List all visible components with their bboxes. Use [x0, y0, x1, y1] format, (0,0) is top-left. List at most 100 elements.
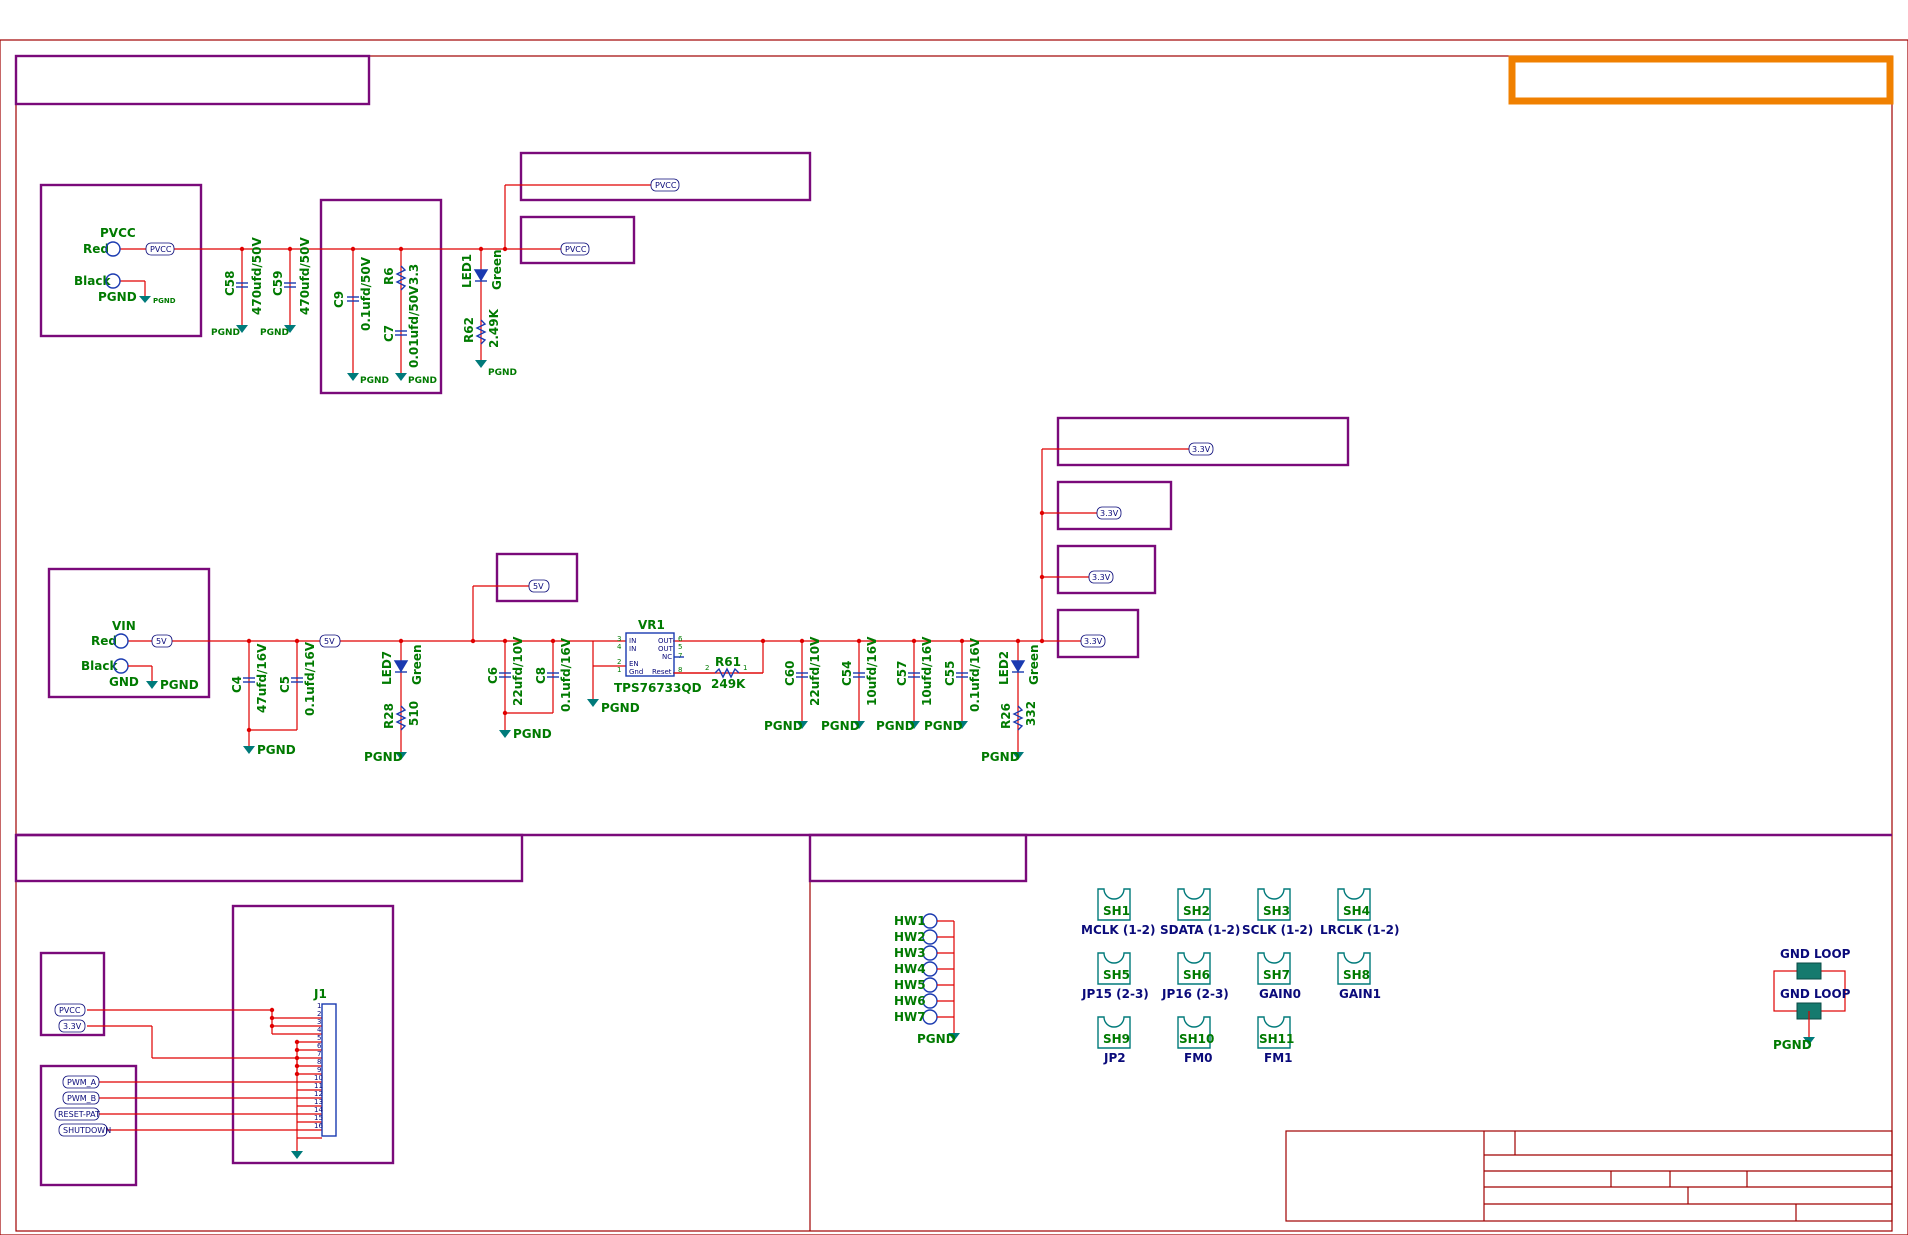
shunt-sh5: SH5 JP15 (2-3) — [1081, 952, 1149, 1001]
ground-symbol — [291, 1151, 303, 1159]
svg-text:4: 4 — [317, 1026, 322, 1034]
ground-symbol — [284, 325, 296, 333]
vin-conn-red-label: Red — [91, 634, 117, 648]
svg-text:PVCC: PVCC — [150, 245, 172, 254]
svg-text:10: 10 — [314, 1074, 323, 1082]
pvcc-connector-box — [39, 183, 203, 338]
svg-text:22ufd/10V: 22ufd/10V — [808, 636, 822, 706]
pgnd-net-label: PGND — [257, 743, 296, 757]
svg-text:22ufd/10V: 22ufd/10V — [511, 636, 525, 706]
pvcc-conn-gnd-label: PGND — [98, 290, 137, 304]
svg-text:PVCC: PVCC — [565, 245, 587, 254]
svg-text:Reset: Reset — [652, 668, 672, 676]
svg-text:SH7: SH7 — [1263, 968, 1290, 982]
svg-text:R62: R62 — [462, 317, 476, 343]
svg-text:C58: C58 — [223, 270, 237, 296]
j1-signal-pwm-b: PWM_B — [62, 1091, 100, 1105]
svg-text:SHUTDOWN: SHUTDOWN — [63, 1126, 111, 1135]
shunt-sh8: SH8 GAIN1 — [1337, 952, 1381, 1001]
ground-symbol — [475, 360, 487, 368]
pgnd-net-label: PGND — [360, 376, 389, 386]
capacitor-c54: C54 10ufd/16V — [840, 636, 879, 706]
capacitor-c59: C59 470ufd/50V — [271, 237, 312, 315]
svg-text:SCLK (1-2): SCLK (1-2) — [1242, 923, 1313, 937]
svg-text:47ufd/16V: 47ufd/16V — [255, 643, 269, 713]
regulator-vr1: VR1 TPS76733QD IN IN EN Gnd OUT OUT NC R… — [614, 618, 702, 695]
v33-net-flag: 3.3V — [1188, 442, 1214, 456]
ground-symbol — [796, 721, 808, 729]
title-block — [1285, 1130, 1893, 1222]
svg-text:6: 6 — [317, 1042, 322, 1050]
svg-text:JP16 (2-3): JP16 (2-3) — [1161, 987, 1229, 1001]
svg-text:5: 5 — [317, 1034, 321, 1042]
capacitor-c7: C7 0.01ufd/50V — [382, 285, 421, 368]
pgnd-net-label: PGND — [364, 750, 403, 764]
svg-text:FM0: FM0 — [1184, 1051, 1213, 1065]
svg-text:JP15 (2-3): JP15 (2-3) — [1081, 987, 1149, 1001]
svg-text:C9: C9 — [332, 291, 346, 308]
svg-text:3.3V: 3.3V — [63, 1022, 82, 1031]
svg-text:470ufd/50V: 470ufd/50V — [298, 237, 312, 315]
vin-conn-black-label: Black — [81, 659, 118, 673]
resistor-r62: R62 2.49K — [462, 308, 501, 348]
ground-symbol — [146, 681, 158, 689]
ground-symbol — [853, 721, 865, 729]
svg-text:5: 5 — [678, 643, 682, 651]
svg-text:LED1: LED1 — [460, 254, 474, 288]
svg-text:J1: J1 — [313, 987, 327, 1001]
capacitor-c6: C6 22ufd/10V — [486, 636, 525, 706]
svg-text:Green: Green — [1027, 644, 1041, 685]
svg-text:C59: C59 — [271, 270, 285, 296]
svg-text:2: 2 — [617, 658, 621, 666]
shunt-sh9: SH9 JP2 — [1097, 1016, 1131, 1065]
ground-symbol — [1012, 752, 1024, 760]
pgnd-net-label: PGND — [601, 701, 640, 715]
capacitor-c57: C57 10ufd/16V — [895, 636, 934, 706]
ground-symbol — [587, 699, 599, 707]
pgnd-net-label: PGND — [981, 750, 1020, 764]
pvcc-net-flag: PVCC — [560, 242, 590, 256]
svg-text:SH6: SH6 — [1183, 968, 1210, 982]
pvcc-conn-net-flag: PVCC — [145, 242, 175, 256]
svg-text:RESET-PAT: RESET-PAT — [58, 1110, 100, 1119]
svg-text:7: 7 — [678, 652, 682, 660]
pvcc-out-box-1 — [519, 151, 812, 202]
svg-text:JP2: JP2 — [1103, 1051, 1126, 1065]
pgnd-net-label: PGND — [408, 376, 437, 386]
shunt-sh1: SH1 MCLK (1-2) — [1081, 888, 1156, 937]
svg-text:1: 1 — [617, 666, 621, 674]
led-led2: LED2 Green — [997, 644, 1041, 685]
svg-text:R28: R28 — [382, 703, 396, 729]
svg-text:R26: R26 — [999, 703, 1013, 729]
svg-text:4: 4 — [617, 643, 622, 651]
svg-text:C6: C6 — [486, 667, 500, 684]
svg-text:332: 332 — [1024, 701, 1038, 726]
pgnd-net-label: PGND — [821, 719, 860, 733]
sheet-frame — [0, 39, 1908, 1235]
vin-red-terminal — [113, 633, 129, 649]
section-title-box-power — [14, 54, 371, 106]
resistor-r28: R28 510 — [382, 701, 421, 731]
section-title-box-hardware — [808, 833, 1028, 883]
j1-signal-pwm-a: PWM_A — [62, 1075, 100, 1089]
pvcc-decoupling-box — [319, 198, 443, 395]
svg-text:0.01ufd/50V: 0.01ufd/50V — [407, 285, 421, 368]
v33-out-box-2 — [1056, 480, 1173, 531]
pvcc-red-terminal — [105, 241, 121, 257]
hw-gnd-label: PGND — [917, 1032, 956, 1046]
svg-text:R6: R6 — [382, 267, 396, 285]
section-title-box-connector — [14, 833, 524, 883]
svg-text:12: 12 — [314, 1090, 323, 1098]
v33-net-flag: 3.3V — [1088, 570, 1114, 584]
svg-text:SH11: SH11 — [1259, 1032, 1294, 1046]
shunt-sh10: SH10 FM0 — [1177, 1016, 1214, 1065]
svg-text:SH1: SH1 — [1103, 904, 1130, 918]
ground-symbol — [948, 1033, 960, 1041]
svg-text:PVCC: PVCC — [59, 1006, 81, 1015]
svg-text:0.1ufd/50V: 0.1ufd/50V — [359, 256, 373, 331]
j1-signal-shutdown: SHUTDOWN — [58, 1123, 111, 1137]
svg-text:8: 8 — [317, 1058, 321, 1066]
svg-text:C60: C60 — [783, 660, 797, 686]
svg-text:C5: C5 — [278, 676, 292, 693]
svg-text:SDATA (1-2): SDATA (1-2) — [1160, 923, 1240, 937]
